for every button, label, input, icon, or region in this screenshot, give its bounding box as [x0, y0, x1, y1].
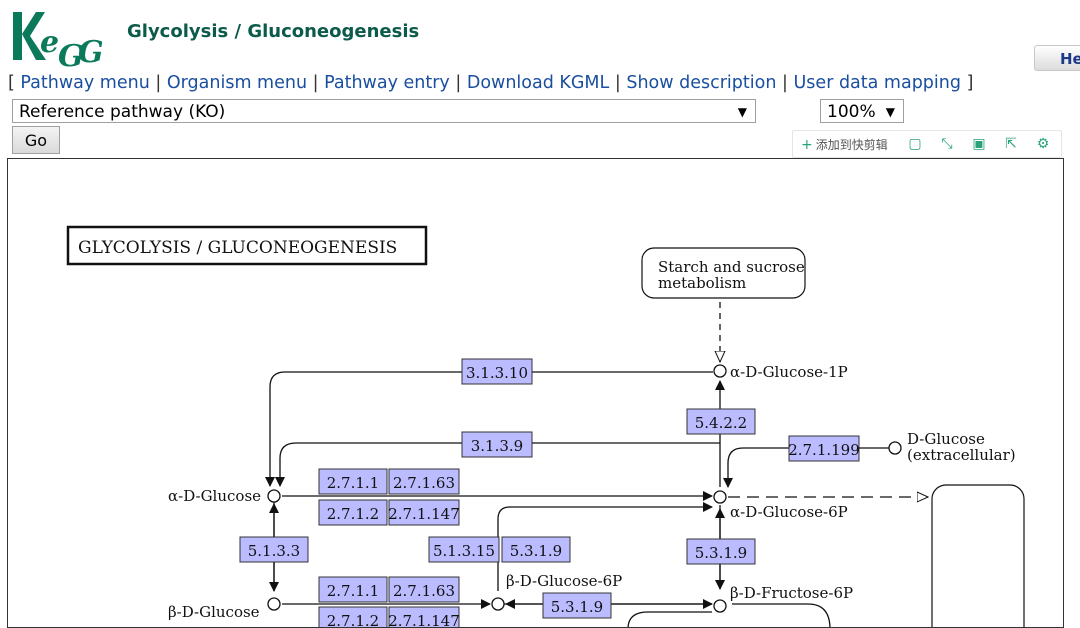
compound-label[interactable]: D-Glucose — [907, 430, 985, 448]
user-data-mapping-link[interactable]: User data mapping — [793, 73, 961, 93]
kegg-logo[interactable]: e G G — [10, 8, 102, 70]
menu-separator: | — [614, 73, 621, 93]
compound-label[interactable]: β-D-Fructose-6P — [730, 584, 853, 602]
ec-box[interactable]: 2.7.1.2 — [318, 606, 388, 628]
show-description-link[interactable]: Show description — [626, 73, 777, 93]
ec-box[interactable]: 5.1.3.15 — [428, 536, 500, 563]
ec-label: 2.7.1.63 — [393, 582, 455, 600]
menu-separator: | — [782, 73, 788, 93]
ec-box[interactable]: 5.3.1.9 — [542, 592, 612, 619]
ec-box[interactable]: 3.1.3.9 — [461, 431, 533, 458]
compound-label[interactable]: α-D-Glucose — [168, 487, 261, 505]
menu-open-bracket: [ — [8, 73, 15, 93]
compound-label: (extracellular) — [907, 446, 1016, 464]
ec-label: 2.7.1.63 — [393, 474, 455, 492]
starch-label-1: Starch and sucrose — [658, 258, 805, 276]
ec-label: 2.7.1.199 — [788, 441, 860, 459]
pathway-menu-link[interactable]: Pathway menu — [20, 73, 150, 93]
map-title: GLYCOLYSIS / GLUCONEOGENESIS — [78, 238, 397, 258]
add-to-clip-button[interactable]: +添加到快剪辑 — [793, 136, 899, 153]
clip-extension-toolbar: +添加到快剪辑 ▢ ⤡ ▣ ⇱ ⚙ — [792, 130, 1062, 158]
ec-label: 2.7.1.147 — [388, 612, 460, 628]
organism-menu-link[interactable]: Organism menu — [166, 73, 308, 93]
alpha-d-glucose-node[interactable] — [267, 489, 281, 503]
beta-d-fructose-6p-node[interactable] — [713, 599, 727, 613]
svg-text:e: e — [40, 25, 59, 60]
ec-box[interactable]: 5.3.1.9 — [501, 536, 571, 563]
compound-label[interactable]: β-D-Glucose — [168, 603, 260, 621]
ec-box[interactable]: 3.1.3.10 — [461, 358, 533, 385]
menu-separator: | — [455, 73, 462, 93]
ec-label: 3.1.3.10 — [466, 364, 528, 382]
starch-label-2: metabolism — [658, 274, 746, 292]
plus-icon: + — [801, 136, 813, 153]
pathway-map: GLYCOLYSIS / GLUCONEOGENESIS Starch and … — [7, 158, 1064, 628]
ec-label: 5.3.1.9 — [695, 544, 747, 562]
ec-box[interactable]: 5.4.2.2 — [686, 408, 756, 435]
download-kgml-link[interactable]: Download KGML — [466, 73, 610, 93]
svg-text:G: G — [78, 35, 102, 70]
ec-label: 2.7.1.2 — [327, 612, 379, 628]
ec-box[interactable]: 2.7.1.199 — [788, 435, 860, 462]
menu-close-bracket: ] — [966, 73, 974, 93]
ec-box[interactable]: 5.1.3.3 — [239, 536, 309, 563]
chevron-down-icon: ▼ — [737, 105, 747, 119]
alpha-d-glucose-6p-node[interactable] — [713, 490, 727, 504]
ec-box[interactable]: 2.7.1.147 — [388, 606, 460, 628]
pathway-entry-link[interactable]: Pathway entry — [324, 73, 450, 93]
ec-label: 5.1.3.15 — [433, 542, 495, 560]
ec-box[interactable]: 2.7.1.1 — [318, 576, 388, 603]
map-title-box: GLYCOLYSIS / GLUCONEOGENESIS — [66, 225, 428, 266]
ec-box[interactable]: 2.7.1.2 — [318, 499, 388, 526]
compound-nodes — [267, 364, 902, 613]
add-to-clip-label: 添加到快剪辑 — [815, 137, 888, 152]
go-button[interactable]: Go — [12, 126, 60, 154]
d-glucose-extracellular-node[interactable] — [888, 441, 902, 455]
menu-separator: | — [155, 73, 162, 93]
page-title: Glycolysis / Gluconeogenesis — [127, 21, 420, 42]
expand-icon[interactable]: ⤡ — [941, 136, 953, 152]
beta-d-glucose-node[interactable] — [267, 597, 281, 611]
ec-label: 5.3.1.9 — [551, 598, 603, 616]
ec-box[interactable]: 2.7.1.63 — [388, 468, 460, 495]
ec-box[interactable]: 2.7.1.63 — [388, 576, 460, 603]
ec-box[interactable]: 5.3.1.9 — [686, 538, 756, 565]
starch-sucrose-metabolism-box[interactable]: Starch and sucrose metabolism — [641, 247, 806, 299]
ec-label: 2.7.1.2 — [327, 505, 379, 523]
pathway-select-value: Reference pathway (KO) — [19, 102, 226, 122]
svg-text:G: G — [58, 39, 84, 70]
glucose-1p-node[interactable] — [713, 364, 727, 378]
pathway-select[interactable]: Reference pathway (KO) ▼ — [12, 99, 756, 123]
compound-label[interactable]: α-D-Glucose-1P — [730, 363, 848, 381]
ec-box[interactable]: 2.7.1.1 — [318, 468, 388, 495]
compound-label[interactable]: β-D-Glucose-6P — [506, 572, 622, 590]
beta-d-glucose-6p-node[interactable] — [491, 597, 505, 611]
ec-label: 2.7.1.1 — [327, 582, 379, 600]
ec-box[interactable]: 2.7.1.147 — [388, 499, 460, 526]
settings-icon[interactable]: ⚙ — [1036, 136, 1050, 152]
compound-labels: α-D-Glucose-1P D-Glucose (extracellular)… — [168, 363, 1016, 621]
ec-label: 5.4.2.2 — [695, 414, 747, 432]
ec-label: 2.7.1.1 — [327, 474, 379, 492]
zoom-select-value: 100% — [827, 102, 876, 122]
ec-label: 3.1.3.9 — [471, 437, 523, 455]
save-icon[interactable]: ▣ — [972, 136, 986, 152]
ec-label: 2.7.1.147 — [388, 505, 460, 523]
zoom-select[interactable]: 100% ▼ — [820, 99, 904, 123]
pathway-link-box[interactable] — [931, 484, 1025, 628]
ec-label: 5.3.1.9 — [510, 542, 562, 560]
compound-label[interactable]: α-D-Glucose-6P — [730, 503, 848, 521]
clip-icon[interactable]: ▢ — [908, 136, 922, 152]
share-icon[interactable]: ⇱ — [1005, 136, 1017, 152]
chevron-down-icon: ▼ — [885, 105, 895, 119]
ec-label: 5.1.3.3 — [248, 542, 300, 560]
help-button[interactable]: He — [1034, 45, 1080, 71]
menu-separator: | — [312, 73, 319, 93]
menu-bar: [ Pathway menu | Organism menu | Pathway… — [8, 73, 973, 93]
